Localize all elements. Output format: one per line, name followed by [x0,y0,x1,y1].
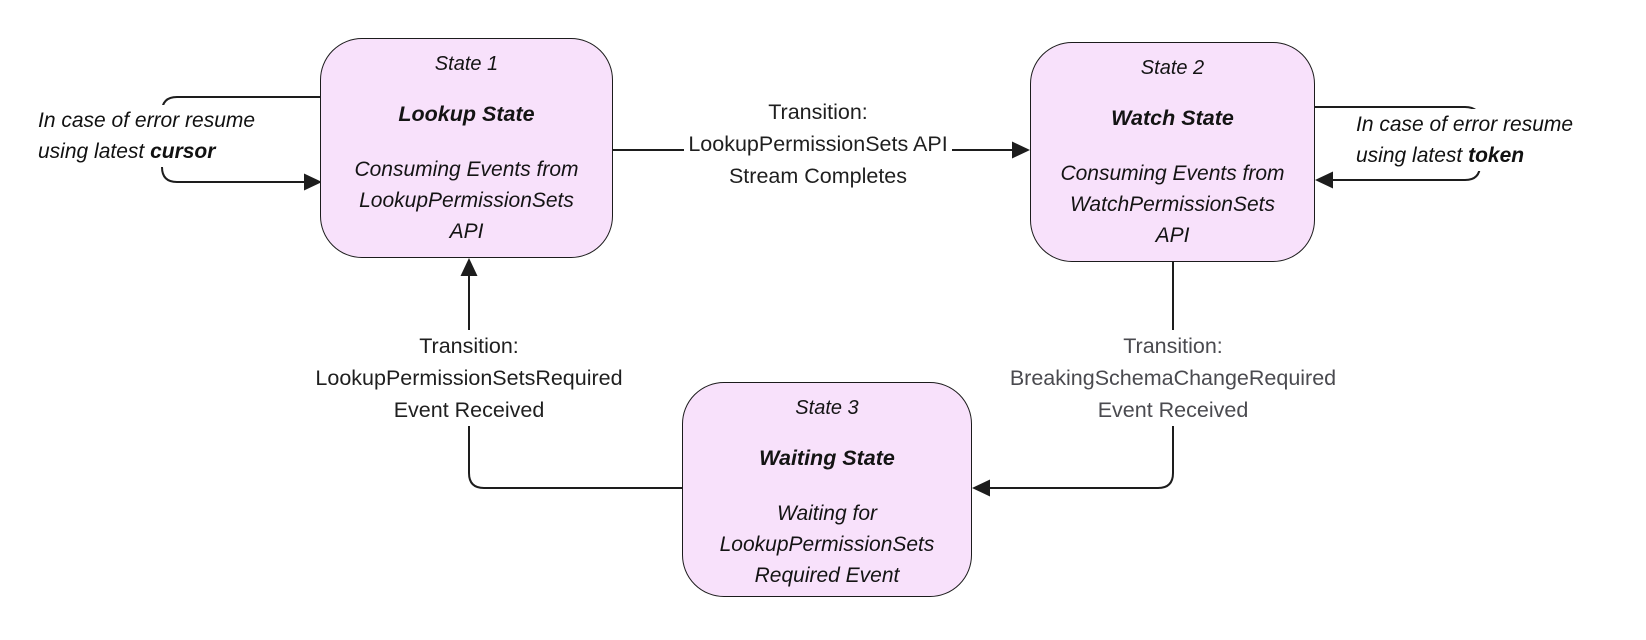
arrowhead-loop-watch [1315,171,1333,189]
state-box-lookup: State 1 Lookup State Consuming Events fr… [320,38,613,258]
transition-label-breaking-schema-change: Transition: BreakingSchemaChangeRequired… [983,330,1363,426]
state-box-watch: State 2 Watch State Consuming Events fro… [1030,42,1315,262]
transition-label-line: BreakingSchemaChangeRequired [1005,362,1341,394]
transition-label-line: Stream Completes [724,160,912,192]
transition-label-line: LookupPermissionSets API [684,128,952,160]
note-line: using latest cursor [36,136,218,167]
transition-label-stream-completes: Transition: LookupPermissionSets API Str… [628,96,1008,192]
transition-label-line: Event Received [1093,394,1253,426]
transition-label-lookup-required: Transition: LookupPermissionSetsRequired… [279,330,659,426]
note-text: using latest [38,140,151,163]
error-resume-note-cursor: In case of error resume using latest cur… [36,105,258,167]
state-name: Waiting State [759,446,895,470]
state-description: Consuming Events from WatchPermissionSet… [1060,162,1285,247]
state-name: Lookup State [398,102,535,126]
note-line: In case of error resume [36,105,258,136]
state-description: Waiting for LookupPermissionSets Require… [719,502,935,587]
note-keyword-token: token [1468,144,1525,167]
state-name: Watch State [1111,106,1234,130]
note-text: using latest [1356,144,1469,167]
arrowhead-into-lookup [460,258,478,276]
error-resume-note-token: In case of error resume using latest tok… [1354,109,1576,171]
transition-label-line: Transition: [1119,330,1227,362]
state-title: State 2 [1140,57,1205,79]
arrow-watch-to-waiting [988,262,1174,489]
note-line: using latest token [1354,140,1527,171]
transition-label-line: Transition: [764,96,872,128]
arrowhead-loop-lookup [304,173,322,191]
transition-label-line: Transition: [415,330,523,362]
arrowhead-into-waiting [972,479,990,497]
state-box-waiting: State 3 Waiting State Waiting for Lookup… [682,382,972,597]
state-description: Consuming Events from LookupPermissionSe… [354,158,579,243]
arrow-waiting-to-lookup [468,274,682,489]
arrowhead-into-watch [1012,141,1030,159]
transition-label-line: LookupPermissionSetsRequired [311,362,627,394]
transition-label-line: Event Received [389,394,549,426]
note-line: In case of error resume [1354,109,1576,140]
note-keyword-cursor: cursor [150,140,216,163]
state-title: State 1 [434,53,499,75]
state-title: State 3 [795,397,859,419]
